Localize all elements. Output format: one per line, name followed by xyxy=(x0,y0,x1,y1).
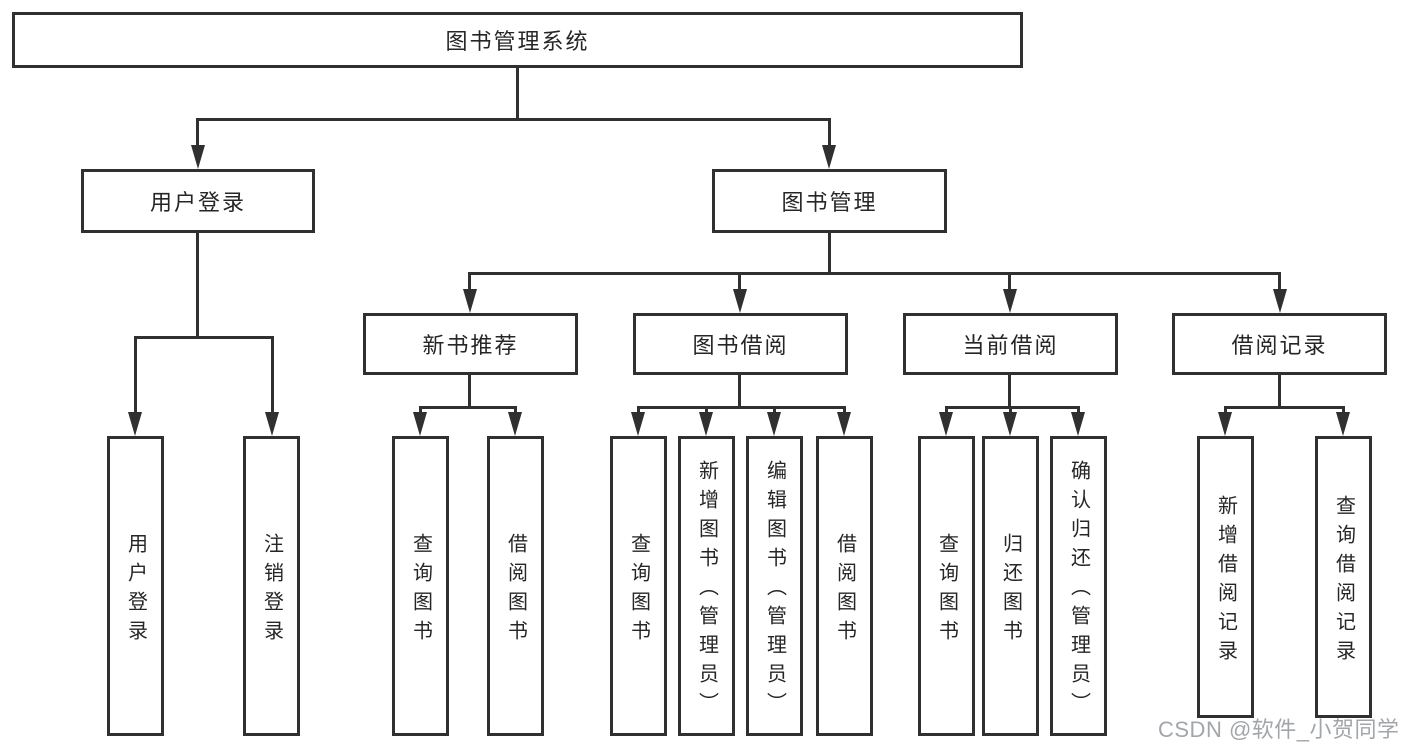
leaf-borrowing-borrow-books: 借阅图书 xyxy=(816,436,873,736)
connector-stem xyxy=(738,275,741,291)
arrow-down-icon xyxy=(191,145,205,169)
connector-stem xyxy=(419,409,422,414)
node-label: 借阅记录 xyxy=(1231,333,1328,358)
connector-stem xyxy=(637,409,640,414)
connector-stem xyxy=(738,375,741,409)
arrow-down-icon xyxy=(413,412,427,436)
leaf-records-query-borrow-record: 查询借阅记录 xyxy=(1315,436,1372,718)
arrow-down-icon xyxy=(939,412,953,436)
connector-stem xyxy=(1008,375,1011,409)
leaf-label: 新增借阅记录 xyxy=(1214,494,1237,669)
connector-stem xyxy=(1224,409,1227,414)
connector-hline xyxy=(945,406,1080,409)
connector-stem xyxy=(945,409,948,414)
leaf-logout-login: 注销登录 xyxy=(243,436,300,736)
connector-root-stem xyxy=(516,68,519,121)
leaf-recommend-borrow-books: 借阅图书 xyxy=(487,436,544,736)
leaf-label: 借阅图书 xyxy=(833,532,856,649)
leaf-borrowing-add-books-admin: 新增图书（管理员） xyxy=(678,436,735,736)
connector-stem xyxy=(828,233,831,275)
node-label: 用户登录 xyxy=(149,190,246,215)
arrow-down-icon xyxy=(1003,289,1017,313)
connector-stem xyxy=(773,409,776,414)
node-label: 新书推荐 xyxy=(422,333,519,358)
node-current-borrowing: 当前借阅 xyxy=(903,313,1118,375)
leaf-label: 借阅图书 xyxy=(504,532,527,649)
node-label: 图书管理 xyxy=(781,190,878,215)
leaf-borrowing-edit-books-admin: 编辑图书（管理员） xyxy=(746,436,803,736)
connector-stem xyxy=(1008,275,1011,291)
leaf-user-login: 用户登录 xyxy=(107,436,164,736)
leaf-recommend-query-books: 查询图书 xyxy=(392,436,449,736)
arrow-down-icon xyxy=(837,412,851,436)
arrow-down-icon xyxy=(767,412,781,436)
csdn-watermark: CSDN @软件_小贺同学 xyxy=(1158,717,1400,742)
node-book-borrowing: 图书借阅 xyxy=(633,313,848,375)
arrow-down-icon xyxy=(699,412,713,436)
connector-stem xyxy=(271,339,274,413)
node-new-book-recommend: 新书推荐 xyxy=(363,313,578,375)
leaf-label: 归还图书 xyxy=(999,532,1022,649)
arrow-down-icon xyxy=(1003,412,1017,436)
connector-stem xyxy=(1278,375,1281,409)
leaf-records-add-borrow-record: 新增借阅记录 xyxy=(1197,436,1254,718)
connector-hline xyxy=(134,336,274,339)
arrow-down-icon xyxy=(1218,412,1232,436)
connector-stem xyxy=(134,339,137,413)
node-label: 图书借阅 xyxy=(692,333,789,358)
arrow-down-icon xyxy=(128,412,142,436)
arrow-down-icon xyxy=(508,412,522,436)
connector-stem xyxy=(843,409,846,414)
connector-stem xyxy=(468,375,471,409)
connector-hline xyxy=(637,406,846,409)
connector-stem xyxy=(828,121,831,147)
node-user-login: 用户登录 xyxy=(81,169,315,233)
connector-level2-hline xyxy=(468,272,1281,275)
connector-level1-hline xyxy=(196,118,831,121)
leaf-label: 查询图书 xyxy=(627,532,650,649)
leaf-current-query-books: 查询图书 xyxy=(918,436,975,736)
arrow-down-icon xyxy=(265,412,279,436)
node-library-system: 图书管理系统 xyxy=(12,12,1023,68)
leaf-borrowing-query-books: 查询图书 xyxy=(610,436,667,736)
connector-stem xyxy=(1278,275,1281,291)
leaf-label: 查询图书 xyxy=(935,532,958,649)
arrow-down-icon xyxy=(822,145,836,169)
arrow-down-icon xyxy=(1273,289,1287,313)
leaf-current-confirm-return-admin: 确认归还（管理员） xyxy=(1050,436,1107,736)
leaf-label: 确认归还（管理员） xyxy=(1067,460,1090,721)
node-borrowing-records: 借阅记录 xyxy=(1172,313,1387,375)
connector-stem xyxy=(1077,409,1080,414)
connector-hline xyxy=(419,406,517,409)
leaf-label: 用户登录 xyxy=(124,532,147,649)
arrow-down-icon xyxy=(733,289,747,313)
leaf-label: 编辑图书（管理员） xyxy=(763,460,786,721)
connector-stem xyxy=(1342,409,1345,414)
arrow-down-icon xyxy=(1336,412,1350,436)
connector-stem xyxy=(1009,409,1012,414)
arrow-down-icon xyxy=(631,412,645,436)
leaf-current-return-books: 归还图书 xyxy=(982,436,1039,736)
node-book-management: 图书管理 xyxy=(712,169,947,233)
connector-stem xyxy=(705,409,708,414)
connector-stem xyxy=(514,409,517,414)
arrow-down-icon xyxy=(1071,412,1085,436)
connector-stem xyxy=(196,121,199,147)
connector-stem xyxy=(196,233,199,339)
leaf-label: 注销登录 xyxy=(260,532,283,649)
leaf-label: 查询图书 xyxy=(409,532,432,649)
node-label: 图书管理系统 xyxy=(445,29,590,54)
leaf-label: 查询借阅记录 xyxy=(1332,494,1355,669)
connector-stem xyxy=(468,275,471,291)
leaf-label: 新增图书（管理员） xyxy=(695,460,718,721)
arrow-down-icon xyxy=(463,289,477,313)
node-label: 当前借阅 xyxy=(962,333,1059,358)
connector-hline xyxy=(1224,406,1345,409)
